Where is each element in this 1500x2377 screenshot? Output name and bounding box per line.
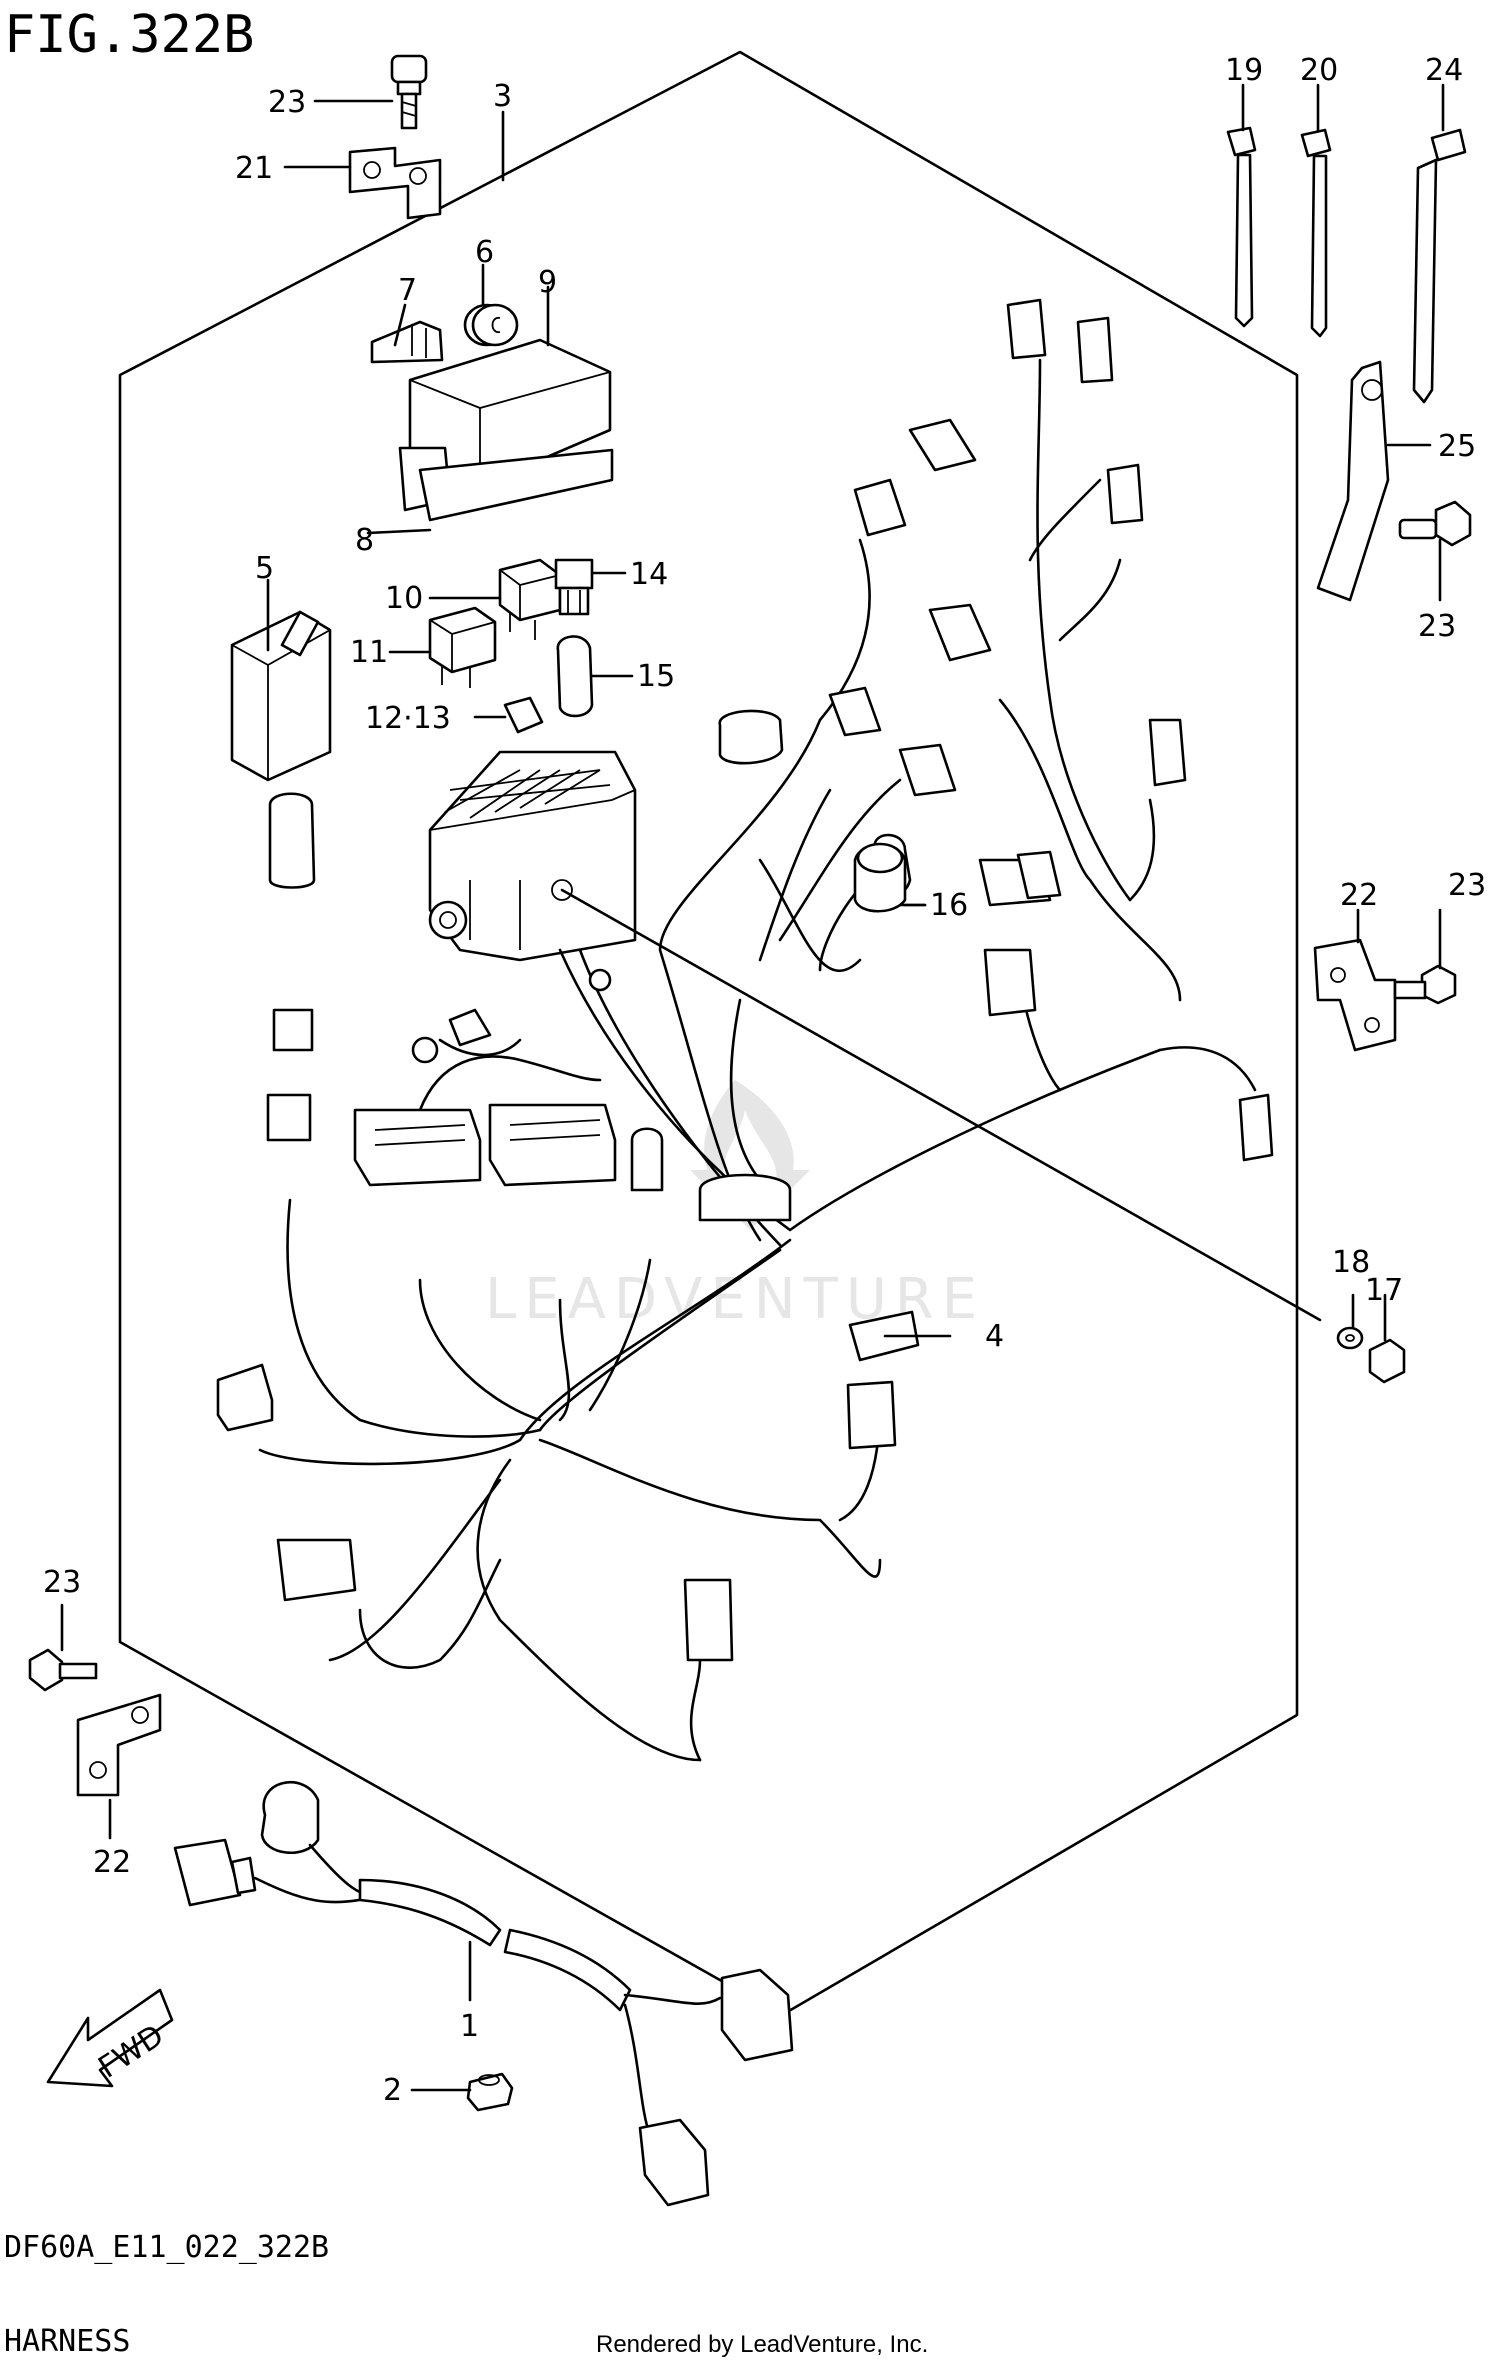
cable-tie-24-icon <box>1412 128 1467 404</box>
callout-15: 15 <box>637 659 675 694</box>
module-5-icon <box>230 610 332 782</box>
cable-tie-19-icon <box>1226 126 1257 328</box>
callout-22-left: 22 <box>93 1845 131 1880</box>
fuse-cap-15-icon <box>556 635 594 718</box>
callout-2: 2 <box>383 2073 402 2108</box>
bracket-22-right-icon <box>1313 938 1397 1052</box>
figure-title: FIG.322B <box>4 5 254 65</box>
callout-22-right: 22 <box>1340 878 1378 913</box>
fuse-box-cover-9-icon <box>398 338 614 522</box>
ring-terminals-icon <box>411 968 612 1064</box>
bracket-25-icon <box>1316 360 1390 602</box>
rendered-by: Rendered by LeadVenture, Inc. <box>596 2331 928 2358</box>
callout-4: 4 <box>985 1319 1004 1354</box>
callout-23-left: 23 <box>43 1565 81 1600</box>
callout-18: 18 <box>1332 1245 1370 1280</box>
nut-17-icon <box>1368 1338 1406 1384</box>
bolt-23-right-upper-icon <box>1398 500 1472 547</box>
grommet-6-icon <box>463 303 519 347</box>
callout-16: 16 <box>930 888 968 923</box>
callout-5: 5 <box>255 551 274 586</box>
main-harness-wires <box>258 358 1257 1762</box>
callout-12-13: 12·13 <box>365 701 451 736</box>
bracket-21-icon <box>348 146 442 220</box>
fuse-box-body-icon <box>428 750 637 962</box>
callout-7: 7 <box>398 273 417 308</box>
callout-17: 17 <box>1365 1273 1403 1308</box>
assembly-outline <box>118 50 1299 2017</box>
callout-6: 6 <box>475 235 494 270</box>
callout-8: 8 <box>355 523 374 558</box>
bracket-22-left-icon <box>76 1693 162 1797</box>
nut-2-icon <box>466 2072 514 2112</box>
relay-10-icon <box>498 558 562 640</box>
connectors <box>216 298 1274 1662</box>
callout-3: 3 <box>493 79 512 114</box>
cable-tie-20-icon <box>1300 128 1332 338</box>
callout-21: 21 <box>235 151 273 186</box>
callout-24: 24 <box>1425 53 1463 88</box>
fwd-arrow-icon: FWD <box>46 1988 174 2088</box>
callout-9: 9 <box>538 265 557 300</box>
fuse-14-icon <box>554 558 594 616</box>
figure-name: HARNESS <box>4 2324 130 2359</box>
callout-1: 1 <box>460 2009 479 2044</box>
callout-19: 19 <box>1225 53 1263 88</box>
callout-20: 20 <box>1300 53 1338 88</box>
callout-25: 25 <box>1438 429 1476 464</box>
sensor-16-icon <box>853 842 907 913</box>
bolt-23-right-lower-icon <box>1393 964 1457 1005</box>
callout-23-right-upper: 23 <box>1418 609 1456 644</box>
fuse-12-13-icon <box>503 696 544 734</box>
relay-11-icon <box>428 606 497 688</box>
figure-code: DF60A_E11_022_322B <box>4 2230 329 2265</box>
sub-harness-1-icon <box>173 1781 794 2207</box>
callout-23-top: 23 <box>268 85 306 120</box>
bolt-23-left-icon <box>28 1648 98 1692</box>
clip-7-icon <box>370 320 444 364</box>
washer-18-icon <box>1336 1326 1364 1350</box>
callout-labels: 1 2 3 4 5 6 7 8 9 10 11 12·13 14 15 16 1… <box>43 53 1486 2108</box>
callout-14: 14 <box>630 557 668 592</box>
callout-11: 11 <box>350 635 388 670</box>
callout-23-right-lower: 23 <box>1448 868 1486 903</box>
callout-10: 10 <box>385 581 423 616</box>
bolt-23-top-icon <box>390 54 428 130</box>
